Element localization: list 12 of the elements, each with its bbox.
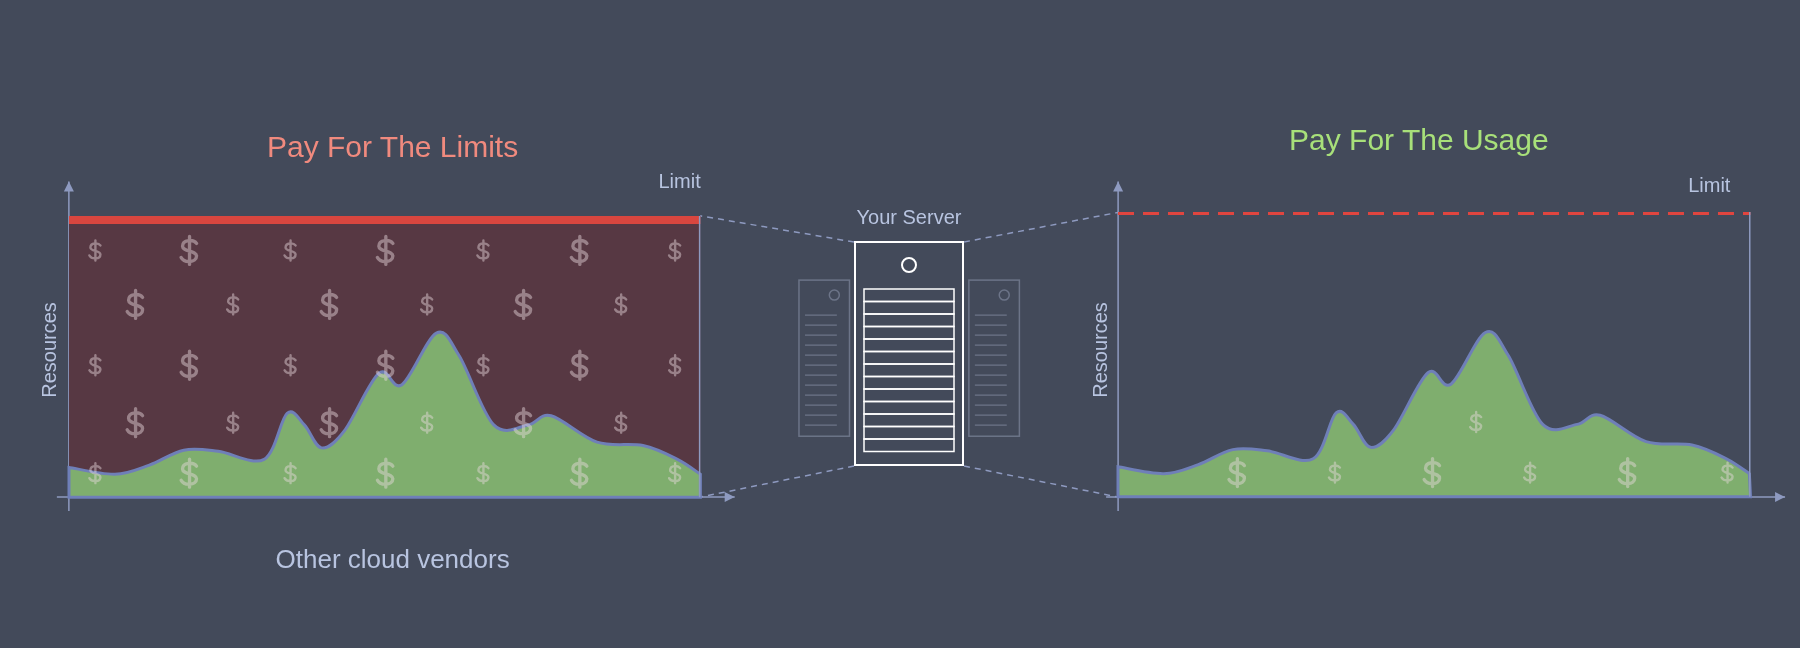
dashed-connector — [699, 215, 855, 243]
dashed-connector — [699, 465, 855, 498]
axis-label: Resources — [1088, 302, 1112, 398]
axis-label: Limit — [1688, 173, 1731, 197]
server-label: Your Server — [856, 206, 962, 229]
chart-title: Pay For The Limits — [267, 129, 519, 164]
chart-title: Pay For The Usage — [1289, 123, 1549, 158]
chart-caption: Other cloud vendors — [275, 543, 510, 575]
axis-label: Limit — [658, 169, 701, 193]
axis-label: Resources — [37, 302, 61, 398]
dashed-connector — [963, 465, 1119, 498]
dashed-connector — [963, 211, 1119, 243]
